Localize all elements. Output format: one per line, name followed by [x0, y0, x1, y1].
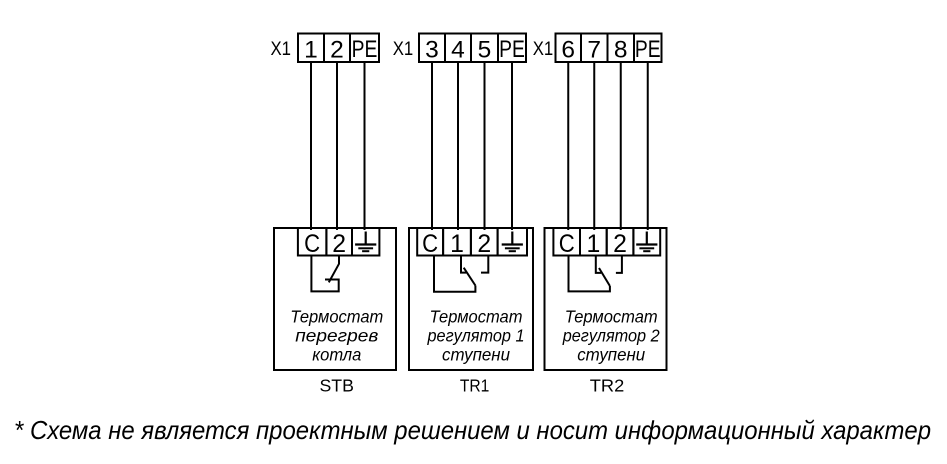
svg-text:Термостат: Термостат [430, 307, 523, 327]
svg-text:2: 2 [477, 231, 491, 258]
svg-text:6: 6 [561, 37, 575, 64]
svg-text:2: 2 [330, 37, 344, 64]
svg-text:перегрев: перегрев [295, 326, 378, 346]
svg-text:ступени: ступени [577, 344, 645, 364]
svg-text:TR1: TR1 [460, 376, 490, 396]
svg-text:1: 1 [450, 231, 464, 258]
svg-text:TR2: TR2 [590, 376, 625, 396]
svg-text:PE: PE [352, 37, 378, 63]
svg-text:PE: PE [499, 37, 525, 63]
svg-text:1: 1 [304, 37, 318, 64]
svg-text:X1: X1 [271, 39, 292, 60]
svg-text:2: 2 [332, 231, 346, 258]
svg-text:STB: STB [319, 376, 353, 396]
svg-text:X1: X1 [393, 39, 414, 60]
svg-text:2: 2 [613, 231, 627, 258]
svg-text:Термостат: Термостат [565, 307, 658, 327]
svg-text:ступени: ступени [442, 344, 510, 364]
svg-text:1: 1 [586, 231, 600, 258]
svg-text:5: 5 [478, 37, 492, 64]
svg-text:3: 3 [425, 37, 439, 64]
svg-text:* Схема не является проектным: * Схема не является проектным решением и… [14, 415, 931, 445]
svg-text:котла: котла [312, 344, 361, 364]
svg-text:регулятор 2: регулятор 2 [562, 326, 660, 346]
svg-text:C: C [304, 231, 320, 258]
svg-text:C: C [559, 231, 575, 258]
svg-text:Термостат: Термостат [290, 307, 383, 327]
svg-text:4: 4 [451, 37, 465, 64]
svg-text:C: C [422, 231, 438, 258]
svg-text:PE: PE [635, 37, 661, 63]
svg-text:7: 7 [587, 37, 601, 64]
svg-text:X1: X1 [533, 39, 554, 60]
svg-text:8: 8 [614, 37, 628, 64]
svg-text:регулятор 1: регулятор 1 [427, 326, 525, 346]
